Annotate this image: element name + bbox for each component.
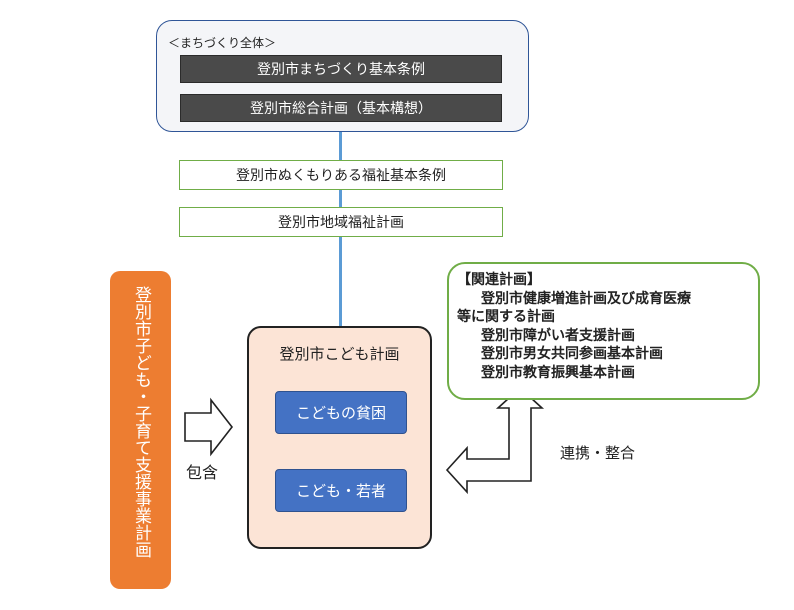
related-plans-list: 【関連計画】 登別市健康増進計画及び成育医療 等に関する計画 登別市障がい者支援…	[457, 271, 753, 382]
childcare-support-plan-box	[110, 271, 171, 589]
related-plan-item: 登別市男女共同参画基本計画	[481, 346, 663, 362]
machizukuri-ordinance-box: 登別市まちづくり基本条例	[180, 55, 502, 83]
child-poverty-box: こどもの貧困	[275, 391, 407, 434]
related-plan-item: 登別市障がい者支援計画	[481, 327, 635, 344]
comprehensive-plan-box: 登別市総合計画（基本構想）	[180, 94, 502, 122]
kodomo-plan-title: 登別市こども計画	[279, 345, 400, 363]
regional-welfare-plan-box: 登別市地域福祉計画	[179, 207, 503, 237]
children-youth-box: こども・若者	[275, 469, 407, 512]
related-plan-item: 登別市教育振興基本計画	[481, 364, 635, 381]
coordination-arrow-icon	[445, 386, 545, 495]
inclusion-arrow-icon	[184, 397, 234, 457]
coordination-label: 連携・整合	[560, 444, 636, 462]
related-plan-item: 等に関する計画	[457, 309, 555, 325]
related-plans-heading: 【関連計画】	[457, 272, 541, 288]
welfare-ordinance-box: 登別市ぬくもりある福祉基本条例	[179, 160, 503, 190]
inclusion-label: 包含	[186, 463, 219, 482]
childcare-support-plan-label: 登別市子ども・子育て支援事業計画	[131, 286, 151, 558]
machizukuri-caption: ＜まちづくり全体＞	[168, 36, 277, 50]
related-plan-item: 登別市健康増進計画及び成育医療	[481, 290, 691, 307]
related-plans-box	[447, 262, 760, 400]
